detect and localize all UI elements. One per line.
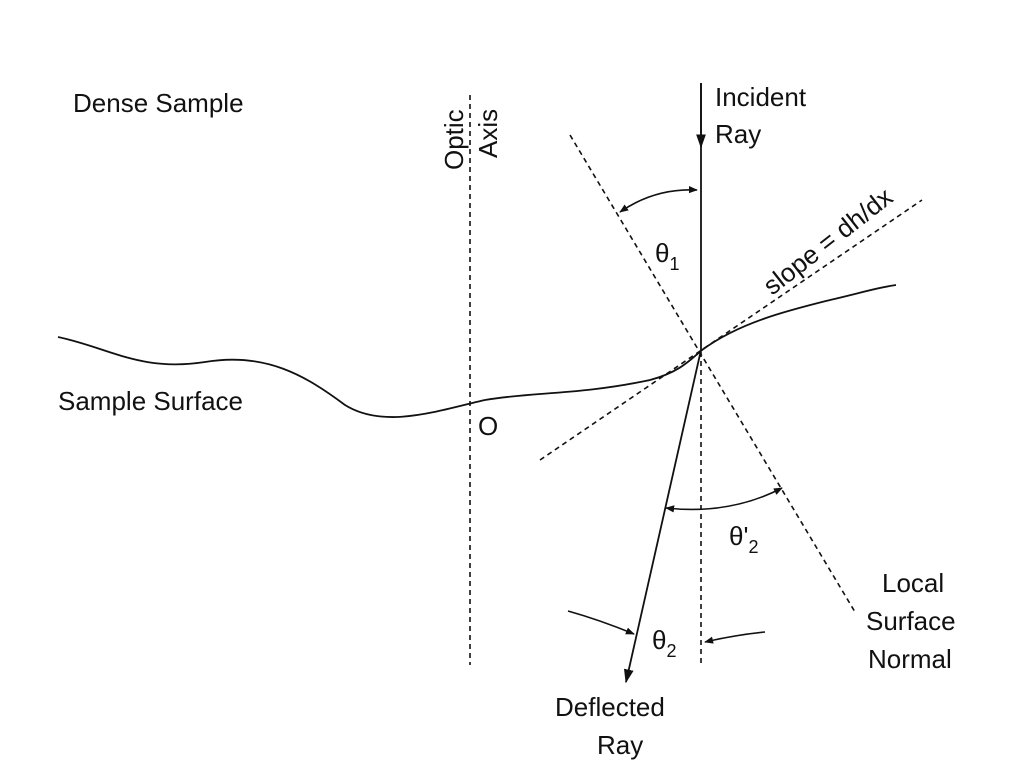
deflected-ray-line <box>623 349 702 684</box>
dense-sample-label: Dense Sample <box>73 88 244 118</box>
sample-surface-label: Sample Surface <box>58 386 243 416</box>
surface-normal-line <box>569 134 856 613</box>
theta2-right-arrow <box>704 631 766 644</box>
svg-text:Axis: Axis <box>473 109 503 158</box>
incident-ray-label: Incident Ray <box>715 82 807 149</box>
origin-label: O <box>478 411 498 441</box>
theta1-arc <box>619 186 698 213</box>
svg-text:Ray: Ray <box>715 119 761 149</box>
svg-text:Incident: Incident <box>715 82 807 112</box>
svg-text:Ray: Ray <box>597 730 643 760</box>
optic-axis-label: Optic Axis <box>439 109 503 170</box>
svg-text:Deflected: Deflected <box>555 692 665 722</box>
theta2-left-arrow <box>567 610 635 635</box>
theta2-label: θ2 <box>652 625 676 661</box>
slope-label: slope = dh/dx <box>757 181 898 300</box>
svg-text:Local: Local <box>882 568 944 598</box>
svg-text:Surface: Surface <box>866 606 956 636</box>
tangent-slope-line <box>539 199 923 461</box>
theta2-prime-label: θ'2 <box>729 521 758 557</box>
theta2-prime-arc <box>665 487 783 513</box>
surface-normal-label: Local Surface Normal <box>866 568 956 674</box>
svg-text:Normal: Normal <box>868 644 952 674</box>
deflected-ray-label: Deflected Ray <box>555 692 665 760</box>
sample-surface-curve <box>57 284 897 418</box>
svg-text:Optic: Optic <box>439 109 469 170</box>
theta1-label: θ1 <box>655 238 679 274</box>
